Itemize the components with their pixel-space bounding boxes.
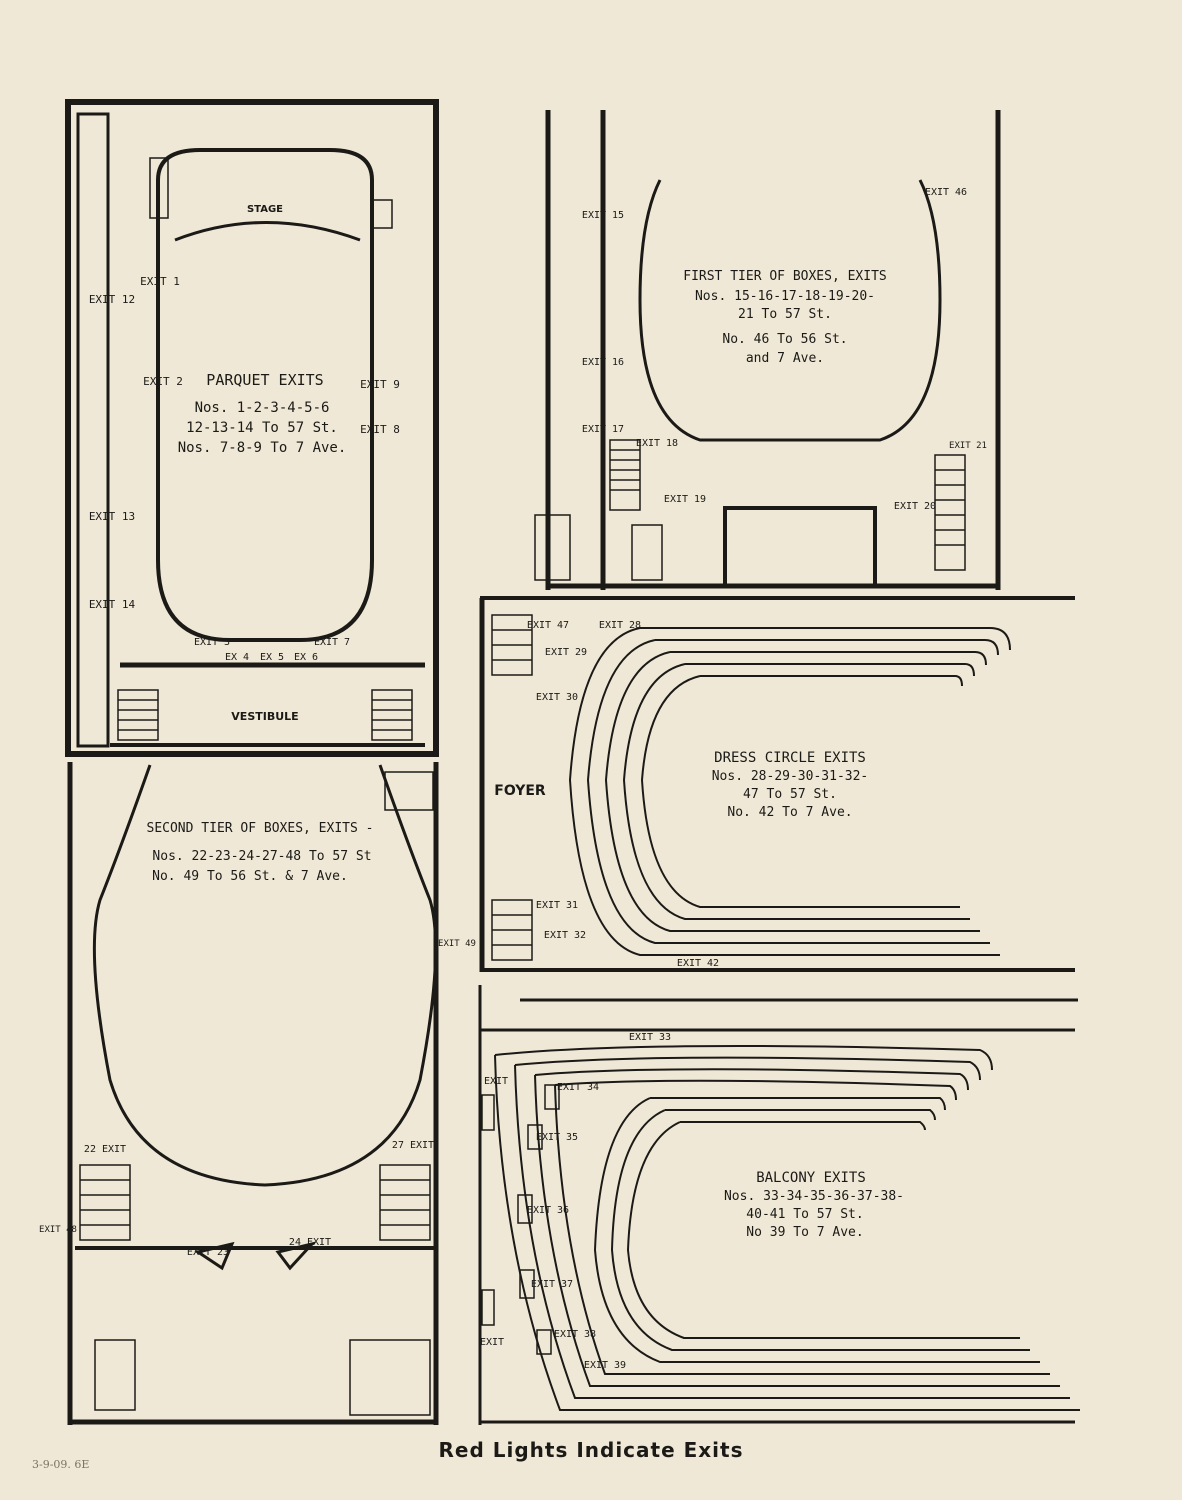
parquet-line-3: Nos. 7-8-9 To 7 Ave. [178, 440, 347, 456]
balcony-line-2: 40-41 To 57 St. [746, 1207, 863, 1222]
exit-32-label: EXIT 32 [544, 930, 586, 941]
exit-39-label: EXIT 39 [584, 1360, 626, 1371]
second-tier-line-1: Nos. 22-23-24-27-48 To 57 St [152, 849, 371, 864]
handwritten-note: 3-9-09. 6E [32, 1458, 90, 1471]
exit-6-label: EX 6 [294, 652, 318, 663]
exit-36-label: EXIT 36 [527, 1205, 569, 1216]
parquet-line-2: 12-13-14 To 57 St. [186, 420, 338, 436]
exit-17-label: EXIT 17 [582, 424, 624, 435]
exit-9-label: EXIT 9 [360, 378, 400, 391]
caption: Red Lights Indicate Exits [438, 1438, 744, 1462]
exit-31-label: EXIT 31 [536, 900, 578, 911]
exit-24-label: 24 EXIT [289, 1237, 331, 1248]
exit-27-label: 27 EXIT [392, 1140, 434, 1151]
exit-46-label: EXIT 46 [925, 187, 967, 198]
exit-8-label: EXIT 8 [360, 423, 400, 436]
first-tier-lobby-block [723, 506, 877, 588]
parquet-stairs [117, 157, 413, 741]
parquet-stage-edge [174, 221, 361, 242]
second-tier-box-ring [92, 764, 438, 1187]
dress-circle-line-3: No. 42 To 7 Ave. [727, 805, 852, 820]
exit-23-label: EXIT 23 [187, 1247, 229, 1258]
exit-upper-left-label: EXIT [484, 1076, 508, 1087]
exit-12-label: EXIT 12 [89, 293, 135, 306]
balcony-title: BALCONY EXITS [756, 1170, 866, 1186]
exit-14-label: EXIT 14 [89, 598, 136, 611]
second-tier-marker-right [275, 1241, 317, 1271]
exit-48-label: EXIT 48 [39, 1225, 77, 1235]
parquet-title: PARQUET EXITS [206, 371, 323, 389]
first-tier-title: FIRST TIER OF BOXES, EXITS [683, 269, 887, 284]
exit-38-label: EXIT 38 [554, 1329, 596, 1340]
dress-circle-stairs [491, 614, 533, 961]
dress-circle-line-2: 47 To 57 St. [743, 787, 837, 802]
exit-42-label: EXIT 42 [677, 958, 719, 969]
exit-35-label: EXIT 35 [536, 1132, 578, 1143]
balcony-line-3: No 39 To 7 Ave. [746, 1225, 863, 1240]
balcony-plan [478, 985, 1080, 1425]
exit-34-label: EXIT 34 [557, 1082, 599, 1093]
dress-circle-title: DRESS CIRCLE EXITS [714, 750, 866, 766]
exit-15-label: EXIT 15 [582, 210, 624, 221]
exit-5-label: EX 5 [260, 652, 284, 663]
exit-lower-left-label: EXIT [480, 1337, 504, 1348]
exit-29-label: EXIT 29 [545, 647, 587, 658]
second-tier-plan [67, 762, 439, 1425]
first-tier-line-3: No. 46 To 56 St. [722, 332, 847, 347]
parquet-auditorium [156, 148, 374, 642]
exit-18-label: EXIT 18 [636, 438, 678, 449]
first-tier-labels: FIRST TIER OF BOXES, EXITS Nos. 15-16-17… [582, 187, 987, 512]
balcony-boxes [481, 1084, 560, 1355]
dress-circle-line-1: Nos. 28-29-30-31-32- [712, 769, 869, 784]
second-tier-title: SECOND TIER OF BOXES, EXITS - [147, 821, 374, 836]
dress-circle-plan [479, 596, 1075, 972]
first-tier-plan [534, 110, 1001, 590]
first-tier-stairs [534, 439, 966, 581]
balcony-line-1: Nos. 33-34-35-36-37-38- [724, 1189, 904, 1204]
parquet-labels: STAGE VESTIBULE PARQUET EXITS Nos. 1-2-3… [89, 204, 400, 723]
exit-1-label: EXIT 1 [140, 275, 180, 288]
dress-circle-seat-rows [568, 627, 1011, 956]
exit-16-label: EXIT 16 [582, 357, 624, 368]
second-tier-marker-left [194, 1241, 235, 1271]
second-tier-line-2: No. 49 To 56 St. & 7 Ave. [152, 869, 348, 884]
parquet-side-corridor [76, 112, 110, 748]
exit-3-label: EXIT 3 [194, 637, 230, 648]
first-tier-line-1: Nos. 15-16-17-18-19-20- [695, 289, 875, 304]
second-tier-labels: SECOND TIER OF BOXES, EXITS - Nos. 22-23… [39, 821, 476, 1258]
balcony-labels: BALCONY EXITS Nos. 33-34-35-36-37-38- 40… [480, 1032, 904, 1371]
exit-2-label: EXIT 2 [143, 375, 183, 388]
exit-7-label: EXIT 7 [314, 637, 350, 648]
exit-28-label: EXIT 28 [599, 620, 641, 631]
exit-30-label: EXIT 30 [536, 692, 578, 703]
exit-49-label: EXIT 49 [438, 939, 476, 949]
second-tier-stairs [79, 771, 434, 1416]
exit-47-label: EXIT 47 [527, 620, 569, 631]
first-tier-line-2: 21 To 57 St. [738, 307, 832, 322]
exit-21-label: EXIT 21 [949, 441, 987, 451]
dress-circle-labels: FOYER DRESS CIRCLE EXITS Nos. 28-29-30-3… [494, 620, 868, 969]
exit-37-label: EXIT 37 [531, 1279, 573, 1290]
exit-20-label: EXIT 20 [894, 501, 936, 512]
exit-13-label: EXIT 13 [89, 510, 135, 523]
exit-4-label: EX 4 [225, 652, 249, 663]
parquet-plan [65, 99, 439, 757]
parquet-line-1: Nos. 1-2-3-4-5-6 [195, 400, 330, 416]
first-tier-line-4: and 7 Ave. [746, 351, 824, 366]
stage-label: STAGE [247, 204, 283, 215]
balcony-seat-rows [494, 1045, 1080, 1411]
first-tier-box-ring [638, 179, 942, 442]
exit-22-label: 22 EXIT [84, 1144, 126, 1155]
vestibule-label: VESTIBULE [231, 710, 298, 723]
exit-19-label: EXIT 19 [664, 494, 706, 505]
foyer-label: FOYER [494, 783, 546, 799]
exit-33-label: EXIT 33 [629, 1032, 671, 1043]
